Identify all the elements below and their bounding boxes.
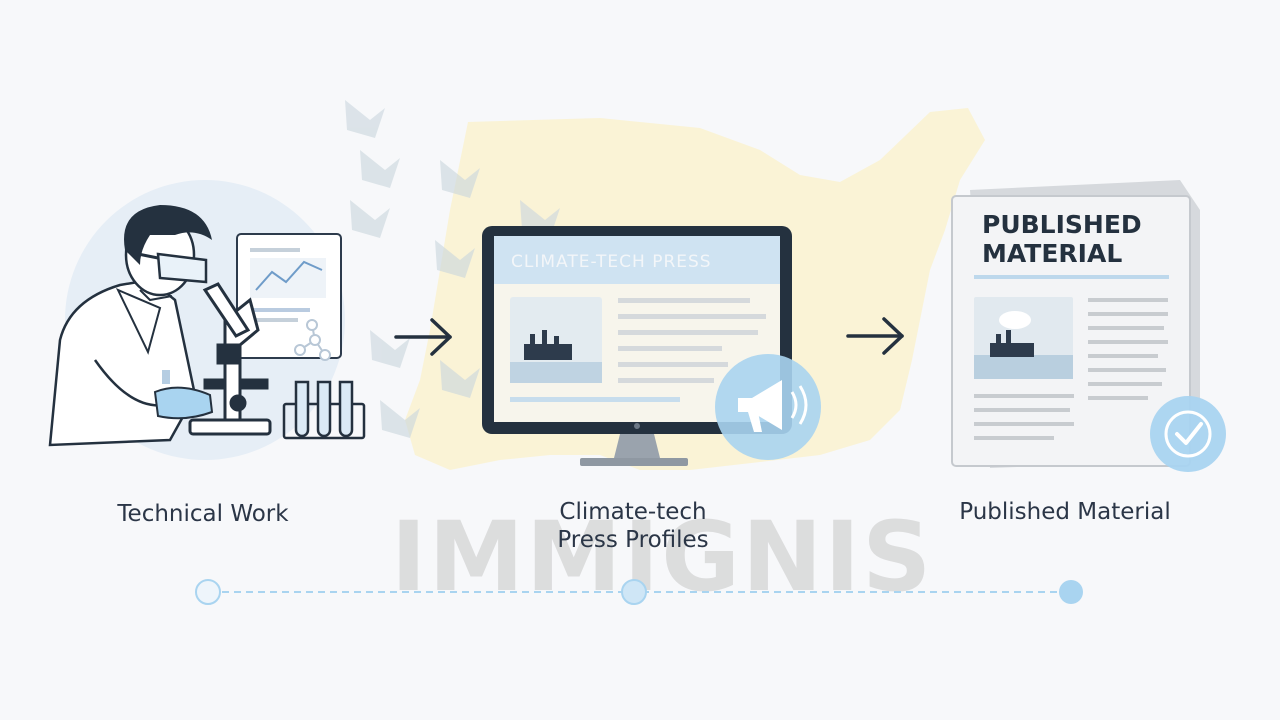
checkmark-icon bbox=[1150, 396, 1226, 472]
step-label-press-profiles-line1: Climate-tech bbox=[559, 499, 707, 525]
step-label-published-material: Published Material bbox=[959, 499, 1171, 525]
megaphone-icon bbox=[715, 354, 821, 460]
right-arrow-icon bbox=[846, 317, 904, 355]
step-label-press-profiles: Climate-tech Press Profiles bbox=[520, 498, 746, 554]
step-label-press-profiles-line2: Press Profiles bbox=[557, 527, 709, 553]
paper-title-line1: PUBLISHED bbox=[982, 210, 1142, 239]
timeline-node-3 bbox=[1059, 580, 1083, 604]
timeline bbox=[195, 579, 1083, 605]
scientist-illustration bbox=[48, 180, 366, 460]
paper-title-line2: MATERIAL bbox=[982, 239, 1122, 268]
timeline-node-1 bbox=[195, 579, 221, 605]
newspaper-illustration: PUBLISHED MATERIAL bbox=[951, 180, 1226, 472]
watermark-text: IMMIGNIS bbox=[391, 501, 934, 613]
monitor-illustration: CLIMATE-TECH PRESS bbox=[482, 226, 821, 466]
step-label-technical-work: Technical Work bbox=[117, 501, 289, 527]
right-arrow-icon bbox=[394, 318, 452, 356]
screen-title: CLIMATE-TECH PRESS bbox=[511, 252, 712, 272]
timeline-node-2 bbox=[621, 579, 647, 605]
